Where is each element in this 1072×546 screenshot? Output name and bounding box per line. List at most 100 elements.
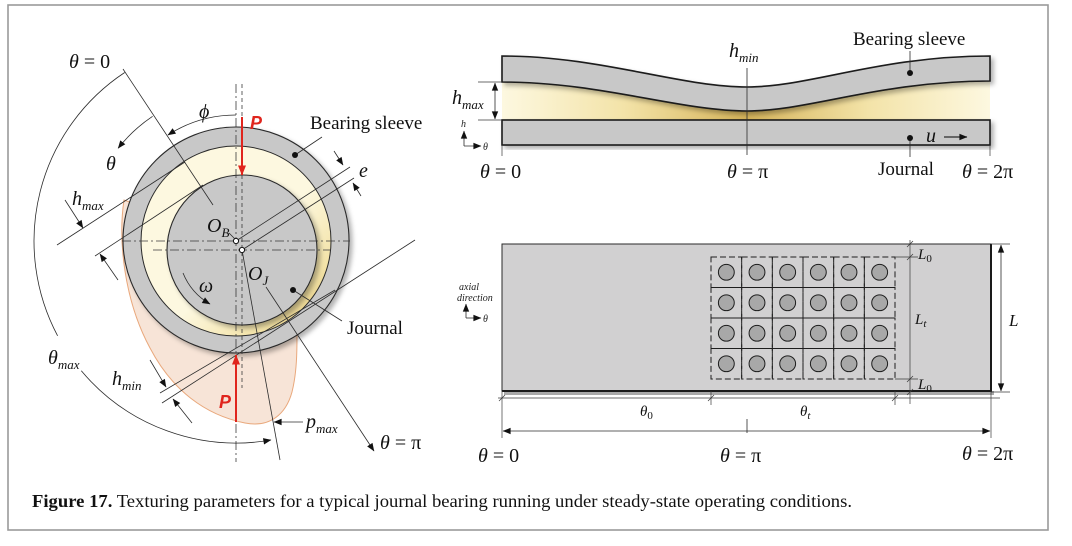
journal-label: Journal <box>347 318 403 339</box>
bearing-sleeve-leader <box>294 136 323 156</box>
omega-label: ω <box>199 275 213 297</box>
dimple <box>779 324 797 342</box>
dimple <box>809 324 827 342</box>
texture-cell <box>833 256 865 288</box>
velocity-label: u <box>926 125 936 147</box>
polar-view: θ = 0 ϕ θ P Bearing sleeve e hmax OB OJ … <box>33 51 422 462</box>
tick-theta-grid-end <box>891 394 899 402</box>
journal-label: Journal <box>878 159 934 180</box>
plate-shadow <box>504 391 994 395</box>
theta-two-pi-label: θ = 2π <box>962 443 1013 465</box>
h-max-arrow-lower <box>99 253 119 281</box>
texture-cell <box>710 317 743 349</box>
dimple <box>871 324 889 342</box>
bearing-center-point <box>232 237 240 245</box>
theta-arc <box>117 115 153 149</box>
sleeve-dot <box>907 70 913 76</box>
texture-cell <box>863 317 896 349</box>
texture-cell <box>741 348 773 380</box>
journal-dot <box>907 135 913 141</box>
load-label-top: P <box>250 113 263 133</box>
theta-label: θ <box>106 153 116 175</box>
h-min-arrow-lower <box>172 398 193 424</box>
h-max-line-journal <box>94 184 204 257</box>
dimple <box>840 324 858 342</box>
theta-pi-label: θ = π <box>380 432 421 454</box>
caption-text: Texturing parameters for a typical journ… <box>112 491 852 511</box>
texture-grid <box>710 256 896 380</box>
axis-theta-label: θ <box>483 314 488 325</box>
dimple <box>748 263 766 281</box>
eccentricity-arrow-upper <box>333 150 344 166</box>
tick-l0-bottom-b <box>906 388 914 396</box>
dimple <box>809 263 827 281</box>
texture-cell <box>771 348 804 380</box>
texture-cell <box>771 317 804 349</box>
phi-arc <box>167 114 237 136</box>
theta-pi-line <box>265 286 375 452</box>
axial-direction-label-line1: axial <box>459 282 479 293</box>
eccentricity-line-journal <box>241 177 355 251</box>
dimple <box>748 355 766 373</box>
axis-h-label: h <box>461 119 466 130</box>
dimple <box>717 324 735 342</box>
theta-zero-label: θ = 0 <box>69 51 110 73</box>
dimple <box>717 263 735 281</box>
theta0-label: θ0 <box>640 404 653 422</box>
dimple <box>809 355 827 373</box>
dimple <box>748 324 766 342</box>
l-label: L <box>1008 311 1018 330</box>
dimple <box>779 263 797 281</box>
theta-zero-label: θ = 0 <box>480 161 521 183</box>
texture-cell <box>863 348 896 380</box>
thetat-label: θt <box>800 404 811 422</box>
journal-center-label: OJ <box>248 263 269 288</box>
dimple <box>779 355 797 373</box>
theta-pi-label: θ = π <box>720 445 761 467</box>
phi-label: ϕ <box>199 101 209 123</box>
texture-cell <box>802 256 835 288</box>
unwrapped-journal <box>501 119 991 146</box>
dimple <box>840 355 858 373</box>
p-max-label: pmax <box>304 411 338 436</box>
texture-cell <box>741 317 773 349</box>
texture-cell <box>863 287 896 319</box>
texture-cell <box>802 317 835 349</box>
film-view: hmin Bearing sleeve hmax h θ u θ = 0 θ =… <box>452 29 1013 183</box>
load-label-bottom: P <box>219 392 232 412</box>
texture-cell <box>833 317 865 349</box>
texture-cell <box>802 287 835 319</box>
tick-theta-grid-start <box>707 394 715 402</box>
journal-dot <box>290 287 296 293</box>
dimple <box>717 294 735 312</box>
bearing-sleeve-dot <box>292 152 298 158</box>
texture-cell <box>710 287 743 319</box>
axis-theta-label: θ <box>483 142 488 153</box>
h-min-label: hmin <box>112 368 142 393</box>
bearing-sleeve-label: Bearing sleeve <box>853 29 965 50</box>
dimple <box>871 263 889 281</box>
theta-max-label: θmax <box>48 347 80 372</box>
texture-cell <box>710 256 743 288</box>
texture-cell <box>741 256 773 288</box>
h-min-label: hmin <box>729 40 759 65</box>
texture-cell <box>771 287 804 319</box>
h-max-line-sleeve <box>56 161 186 246</box>
theta-two-pi-label: θ = 2π <box>962 161 1013 183</box>
theta-pi-label: θ = π <box>727 161 768 183</box>
lt-label: Lt <box>914 312 927 330</box>
texture-view: axial direction θ L0 Lt L0 L θ0 θt θ = 0… <box>457 240 1018 467</box>
texture-cell <box>802 348 835 380</box>
h-max-arrow-upper <box>64 199 84 229</box>
dimple <box>840 294 858 312</box>
dimple <box>871 355 889 373</box>
eccentricity-line-bearing <box>235 166 351 242</box>
texture-cell <box>833 287 865 319</box>
dimple <box>748 294 766 312</box>
journal-center-point <box>238 246 246 254</box>
bearing-sleeve-label: Bearing sleeve <box>310 113 422 134</box>
axial-direction-label-line2: direction <box>457 293 493 304</box>
theta-zero-label: θ = 0 <box>478 445 519 467</box>
texture-cell <box>833 348 865 380</box>
